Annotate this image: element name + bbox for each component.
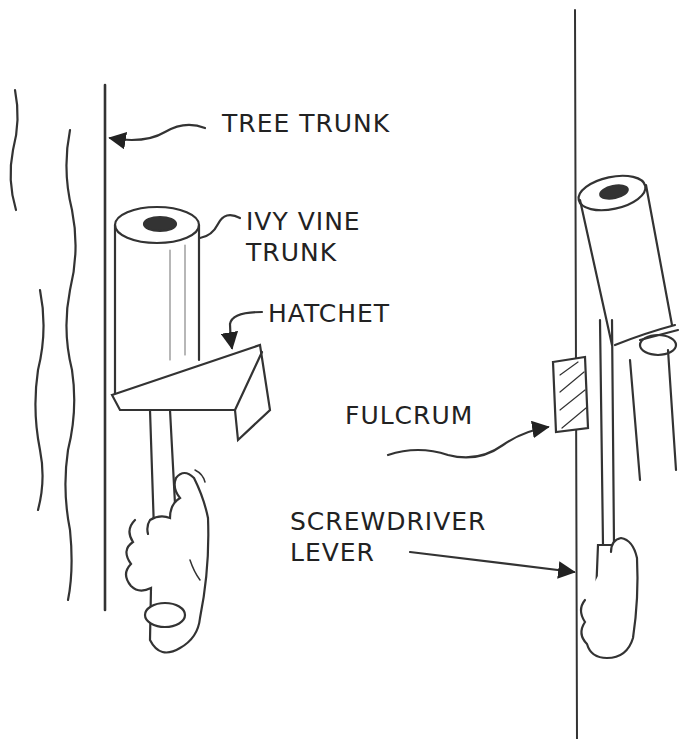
hand xyxy=(581,538,638,658)
screwdriver-label: SCREWDRIVER LEVER xyxy=(290,506,520,569)
hatchet-edge xyxy=(235,352,262,410)
ivy-core xyxy=(599,183,629,201)
bark-line xyxy=(11,90,18,210)
fulcrum-label: FULCRUM xyxy=(345,400,545,431)
leader-line xyxy=(200,215,240,238)
leader-line xyxy=(410,552,574,572)
ivy-trunk-label: IVY VINE TRUNK xyxy=(246,206,416,269)
ivy-top xyxy=(575,170,648,215)
hatching xyxy=(560,362,586,428)
shading xyxy=(170,245,185,360)
hatchet-label: HATCHET xyxy=(268,298,468,329)
screwdriver-shaft xyxy=(600,320,614,545)
leader-line xyxy=(110,125,205,140)
ivy-cut xyxy=(640,335,676,355)
ivy-cylinder xyxy=(630,330,678,480)
bark-line xyxy=(35,290,43,510)
hatchet-head xyxy=(112,345,270,440)
leader-line xyxy=(230,312,262,348)
tree-trunk-label: TREE TRUNK xyxy=(222,108,522,139)
trunk-edge xyxy=(104,85,107,610)
hand xyxy=(126,473,208,653)
ivy-core xyxy=(144,217,176,231)
handle-end xyxy=(145,603,185,627)
leader-line xyxy=(388,427,548,457)
ivy-top xyxy=(115,207,199,243)
fulcrum-block xyxy=(553,357,588,432)
bark-line xyxy=(65,130,75,600)
hand-detail xyxy=(190,470,205,580)
